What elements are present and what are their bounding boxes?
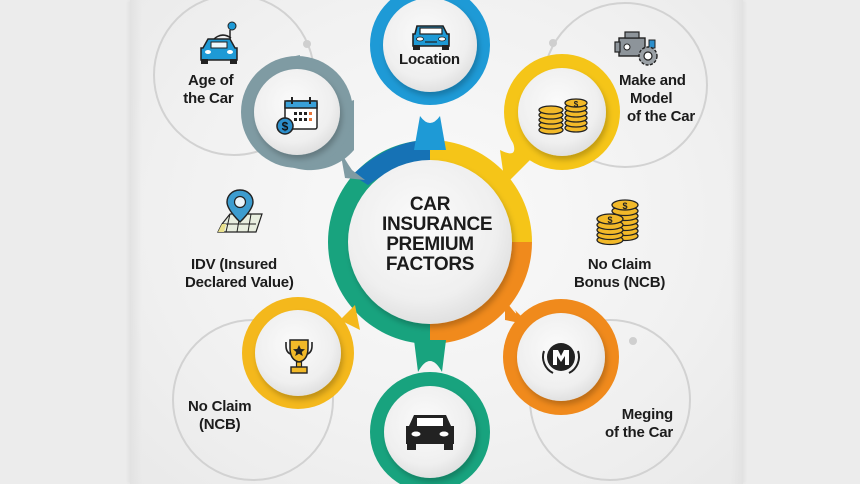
center-disc — [348, 160, 512, 324]
label-line: IDV (Insured — [191, 256, 277, 273]
guide-dot — [629, 337, 637, 345]
svg-text:$: $ — [282, 120, 289, 134]
label-age: Age of the Car — [183, 72, 234, 108]
connector-car — [414, 340, 446, 372]
svg-text:$: $ — [607, 215, 612, 225]
label-line: (NCB) — [198, 416, 241, 433]
center-title: CAR INSURANCE PREMIUM FACTORS — [382, 194, 493, 275]
label-ncb: No Claim (NCB) — [188, 398, 252, 434]
label-location: Location — [399, 51, 460, 69]
car-front-black-icon — [406, 415, 454, 450]
coin-stacks-icon: $ — [538, 98, 588, 135]
label-line: No Claim — [188, 398, 252, 415]
trophy-star-icon — [285, 339, 313, 374]
label-line: No Claim — [587, 256, 652, 273]
calendar-dollar-icon: $ — [276, 97, 318, 135]
center-title-line: FACTORS — [385, 254, 475, 275]
connector-make — [500, 140, 530, 185]
label-idv: IDV (Insured Declared Value) — [185, 256, 294, 292]
label-line: Make and — [619, 72, 686, 89]
connector-ncb — [340, 305, 360, 330]
label-make-model: Make and Model of the Car — [619, 72, 695, 126]
svg-text:$: $ — [622, 201, 627, 211]
center-title-line: CAR — [409, 194, 451, 215]
label-line: Location — [399, 51, 460, 68]
label-line: Bonus (NCB) — [574, 274, 666, 291]
connector-location — [414, 116, 446, 150]
svg-text:$: $ — [574, 100, 579, 109]
map-pin-icon — [217, 189, 263, 233]
label-line: of the Car — [627, 108, 696, 125]
center-title-line: INSURANCE — [382, 214, 493, 235]
car-front-blue-icon — [412, 25, 450, 50]
label-line: Declared Value) — [185, 274, 294, 291]
guide-dot — [549, 39, 557, 47]
label-meging: Meging of the Car — [605, 406, 673, 442]
label-line: of the Car — [605, 424, 674, 441]
label-line: Meging — [621, 406, 674, 423]
car-with-pin-icon — [200, 21, 238, 64]
center-title-line: PREMIUM — [386, 234, 474, 255]
label-line: the Car — [183, 90, 234, 107]
coin-stacks-icon: $ $ — [596, 199, 639, 246]
label-line: Model — [630, 90, 673, 107]
label-line: Age of — [188, 72, 234, 89]
guide-dot — [303, 40, 311, 48]
label-ncb-bonus: No Claim Bonus (NCB) — [574, 256, 665, 292]
connector-age — [340, 150, 365, 180]
m-badge-icon — [542, 343, 580, 374]
engine-gear-icon — [614, 31, 658, 66]
panel-edge-left — [130, 0, 142, 484]
panel-edge-right — [731, 0, 743, 484]
